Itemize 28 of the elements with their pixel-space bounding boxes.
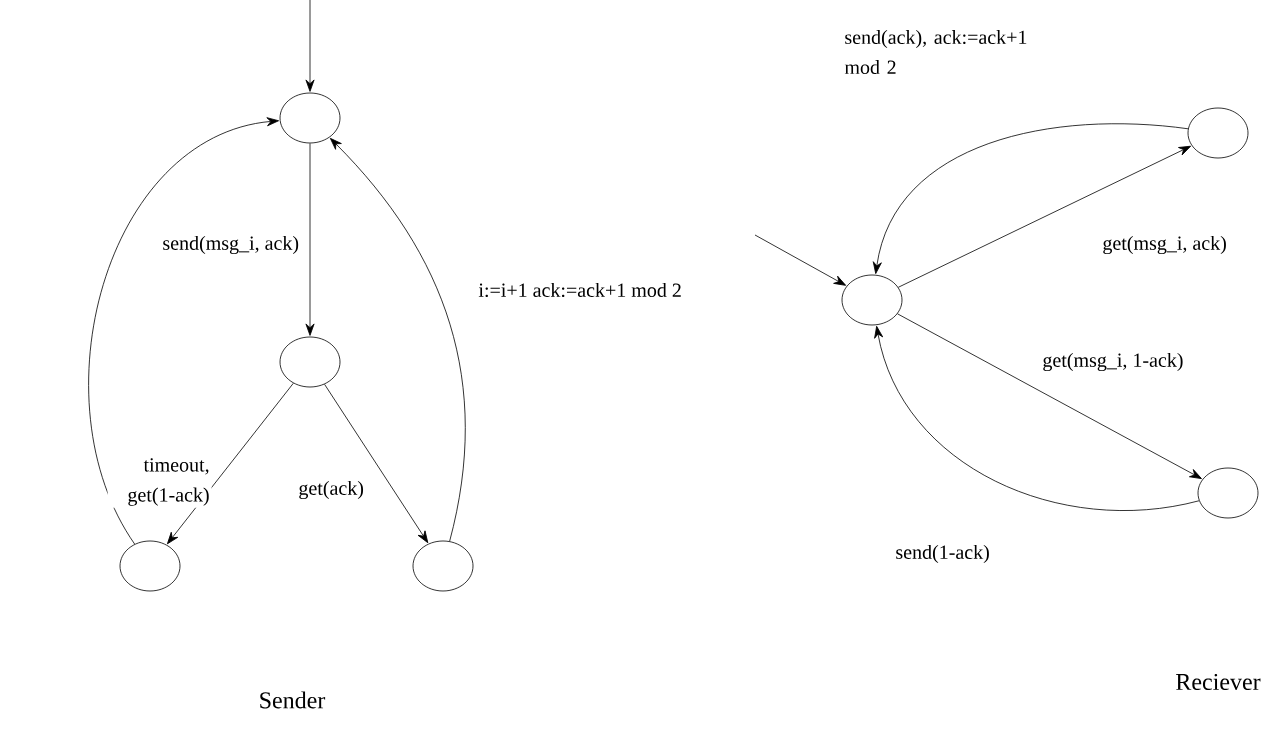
edge-label: i:=i+1 ack:=ack+1 mod 2	[476, 280, 684, 300]
state-circle	[841, 274, 903, 326]
edge-label: get(msg_i, 1-ack)	[1040, 350, 1186, 374]
caption-label: Sender	[260, 691, 326, 709]
state-circle	[412, 540, 474, 592]
edge-label: send(ack), ack:=ack+1 mod 2	[842, 27, 1031, 77]
edge-label: get(msg_i, ack)	[1100, 233, 1229, 257]
arrow	[305, 0, 315, 92]
state-circle	[1197, 467, 1259, 519]
arrow	[897, 145, 1191, 288]
state-circle	[279, 92, 341, 144]
arrow	[874, 325, 1200, 511]
arrow	[167, 382, 294, 545]
state-circle	[279, 336, 341, 388]
arrow	[305, 143, 315, 336]
arrow	[754, 234, 847, 286]
arrow	[897, 313, 1202, 479]
arrow	[872, 123, 1189, 274]
arrow	[324, 383, 429, 544]
edge-label: get(ack)	[296, 478, 366, 502]
arrow	[329, 137, 466, 542]
state-circle	[119, 540, 181, 592]
arrow	[88, 117, 279, 545]
edge-label: send(msg_i, ack)	[160, 233, 302, 257]
edge-label: timeout, get(1-ack)	[107, 456, 212, 508]
caption-label: Reciever	[1176, 673, 1261, 691]
edge-label: send(1-ack)	[893, 542, 992, 566]
state-circle	[1187, 107, 1249, 159]
